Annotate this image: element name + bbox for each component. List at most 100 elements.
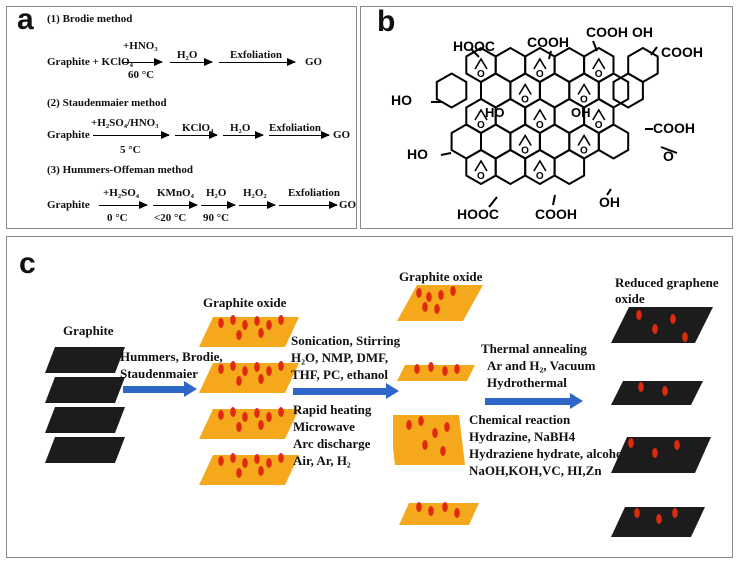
panel-b-label: b: [377, 5, 396, 38]
reduced-graphene-oxide-sheets: [611, 307, 713, 537]
panel-a: a (1) Brodie method Graphite + KClO₄ +HN…: [6, 3, 357, 229]
ring-23: [553, 148, 586, 186]
oxygen-group-dot: [438, 290, 444, 300]
heating-line-1: Rapid heating: [293, 402, 372, 417]
epoxy-o: O: [521, 146, 529, 157]
epoxy-o: O: [580, 146, 588, 157]
brodie-start: Graphite + KClO₄: [47, 56, 133, 68]
oxygen-group-dot: [406, 420, 412, 430]
group-ho-inner: HO: [485, 105, 505, 120]
exfoliated-sheet-2-plane: [397, 365, 475, 381]
oxygen-group-dot: [266, 366, 272, 376]
group-cooh-top-mid: COOH: [527, 34, 569, 50]
oxygen-group-dot: [454, 364, 460, 374]
group-hooc-top-left: HOOC: [453, 38, 495, 54]
methods-line-2: Staudenmaier: [120, 366, 198, 381]
hummers-title: (3) Hummers-Offeman method: [47, 164, 194, 176]
brodie-temp: 60 °C: [128, 69, 155, 81]
group-ho-left-lower: HO: [407, 146, 428, 162]
oxygen-group-dot: [242, 320, 248, 330]
epoxy-bridge: [577, 82, 591, 95]
graphite-label: Graphite: [63, 323, 114, 338]
methods-line-1: Hummers, Brodie,: [120, 349, 223, 364]
substituent-bond: [440, 152, 452, 156]
brodie-title: (1) Brodie method: [47, 13, 133, 25]
group-oh-inner: OH: [571, 105, 591, 120]
exfoliated-sheet-4-plane: [399, 503, 479, 525]
staudenmaier-start: Graphite: [47, 129, 90, 141]
go-sheet-1: [199, 315, 299, 347]
exfoliated-sheet-4: [399, 502, 479, 525]
staudenmaier-arrow-1: [93, 131, 170, 139]
residual-oxygen-dot: [636, 310, 642, 320]
oxygen-group-dot: [454, 508, 460, 518]
substituent-bond: [592, 40, 598, 52]
staudenmaier-title: (2) Staudenmaier method: [47, 97, 167, 109]
oxygen-group-dot: [258, 420, 264, 430]
oxygen-group-dot: [218, 456, 224, 466]
staudenmaier-step3: H₂O: [230, 122, 251, 134]
brodie-reagent: +HNO₃: [123, 40, 158, 52]
go-sheet-2: [199, 361, 299, 393]
group-cooh-right-lower: COOH: [653, 120, 695, 136]
brodie-product: GO: [305, 56, 323, 68]
hummers-temp2: <20 °C: [154, 212, 187, 224]
hummers-start: Graphite: [47, 199, 90, 211]
hummers-step2: KMnO₄: [157, 187, 194, 199]
panel-c: c Graphite Hummers, Brodie, Staudenmaier…: [6, 236, 733, 558]
chemical-line-4: NaOH,KOH,VC, HI,Zn: [469, 463, 602, 478]
oxygen-group-dot: [418, 416, 424, 426]
brodie-step2: H₂O: [177, 49, 198, 61]
oxygen-group-dot: [442, 502, 448, 512]
epoxy-bridge: [592, 57, 606, 70]
oxygen-group-dot: [242, 458, 248, 468]
residual-oxygen-dot: [672, 508, 678, 518]
staudenmaier-arrow-4: [269, 131, 330, 139]
go-sheet-1-plane: [199, 317, 299, 347]
oxygen-group-dot: [440, 446, 446, 456]
exfoliated-sheet-3-plane: [393, 415, 465, 465]
epoxy-bridge: [533, 108, 547, 121]
graphite-stack: [45, 347, 125, 463]
group-cooh-top-right: COOH: [586, 24, 628, 40]
oxygen-group-dot: [236, 422, 242, 432]
chemical-line-1: Chemical reaction: [469, 412, 571, 427]
side-ring: [435, 72, 468, 109]
oxygen-group-dot: [444, 422, 450, 432]
group-cooh-right: COOH: [661, 44, 703, 60]
heating-line-4: Air, Ar, H₂: [293, 453, 351, 468]
chemical-line-2: Hydrazine, NaBH4: [469, 429, 576, 444]
oxygen-group-dot: [450, 286, 456, 296]
oxygen-group-dot: [236, 330, 242, 340]
epoxy-o: O: [580, 95, 588, 106]
epoxy-bridge: [518, 82, 532, 95]
panel-c-label: c: [19, 247, 36, 280]
oxygen-group-dot: [414, 364, 420, 374]
go-sheet-4: [199, 453, 299, 485]
epoxy-o: O: [536, 171, 544, 182]
oxygen-group-dot: [278, 407, 284, 417]
staudenmaier-step2: KClO₄: [182, 122, 214, 134]
epoxy-bridge: [474, 159, 488, 172]
hummers-temp1: 0 °C: [107, 212, 128, 224]
hummers-product: GO: [339, 199, 357, 211]
oxygen-group-dot: [258, 328, 264, 338]
residual-oxygen-dot: [634, 508, 640, 518]
rgo-sheet-2: [611, 381, 703, 405]
hummers-arrow-1: [99, 201, 148, 209]
go-sheet-3-plane: [199, 409, 299, 439]
rgo-sheet-3-plane: [611, 437, 711, 473]
oxygen-group-dot: [230, 361, 236, 371]
brodie-arrow-1: [122, 58, 163, 66]
substituent-bond: [548, 50, 552, 60]
ring-19: [597, 123, 630, 160]
substituent-bond: [660, 146, 678, 154]
hummers-temp3: 90 °C: [203, 212, 230, 224]
staudenmaier-temp: 5 °C: [120, 144, 141, 156]
staudenmaier-reagent: +H₂SO₄/HNO₃: [91, 117, 159, 129]
substituent-bond: [650, 46, 658, 56]
brodie-arrow-2: [170, 58, 213, 66]
epoxy-o: O: [595, 69, 603, 80]
residual-oxygen-dot: [682, 332, 688, 342]
oxygen-group-dot: [236, 376, 242, 386]
